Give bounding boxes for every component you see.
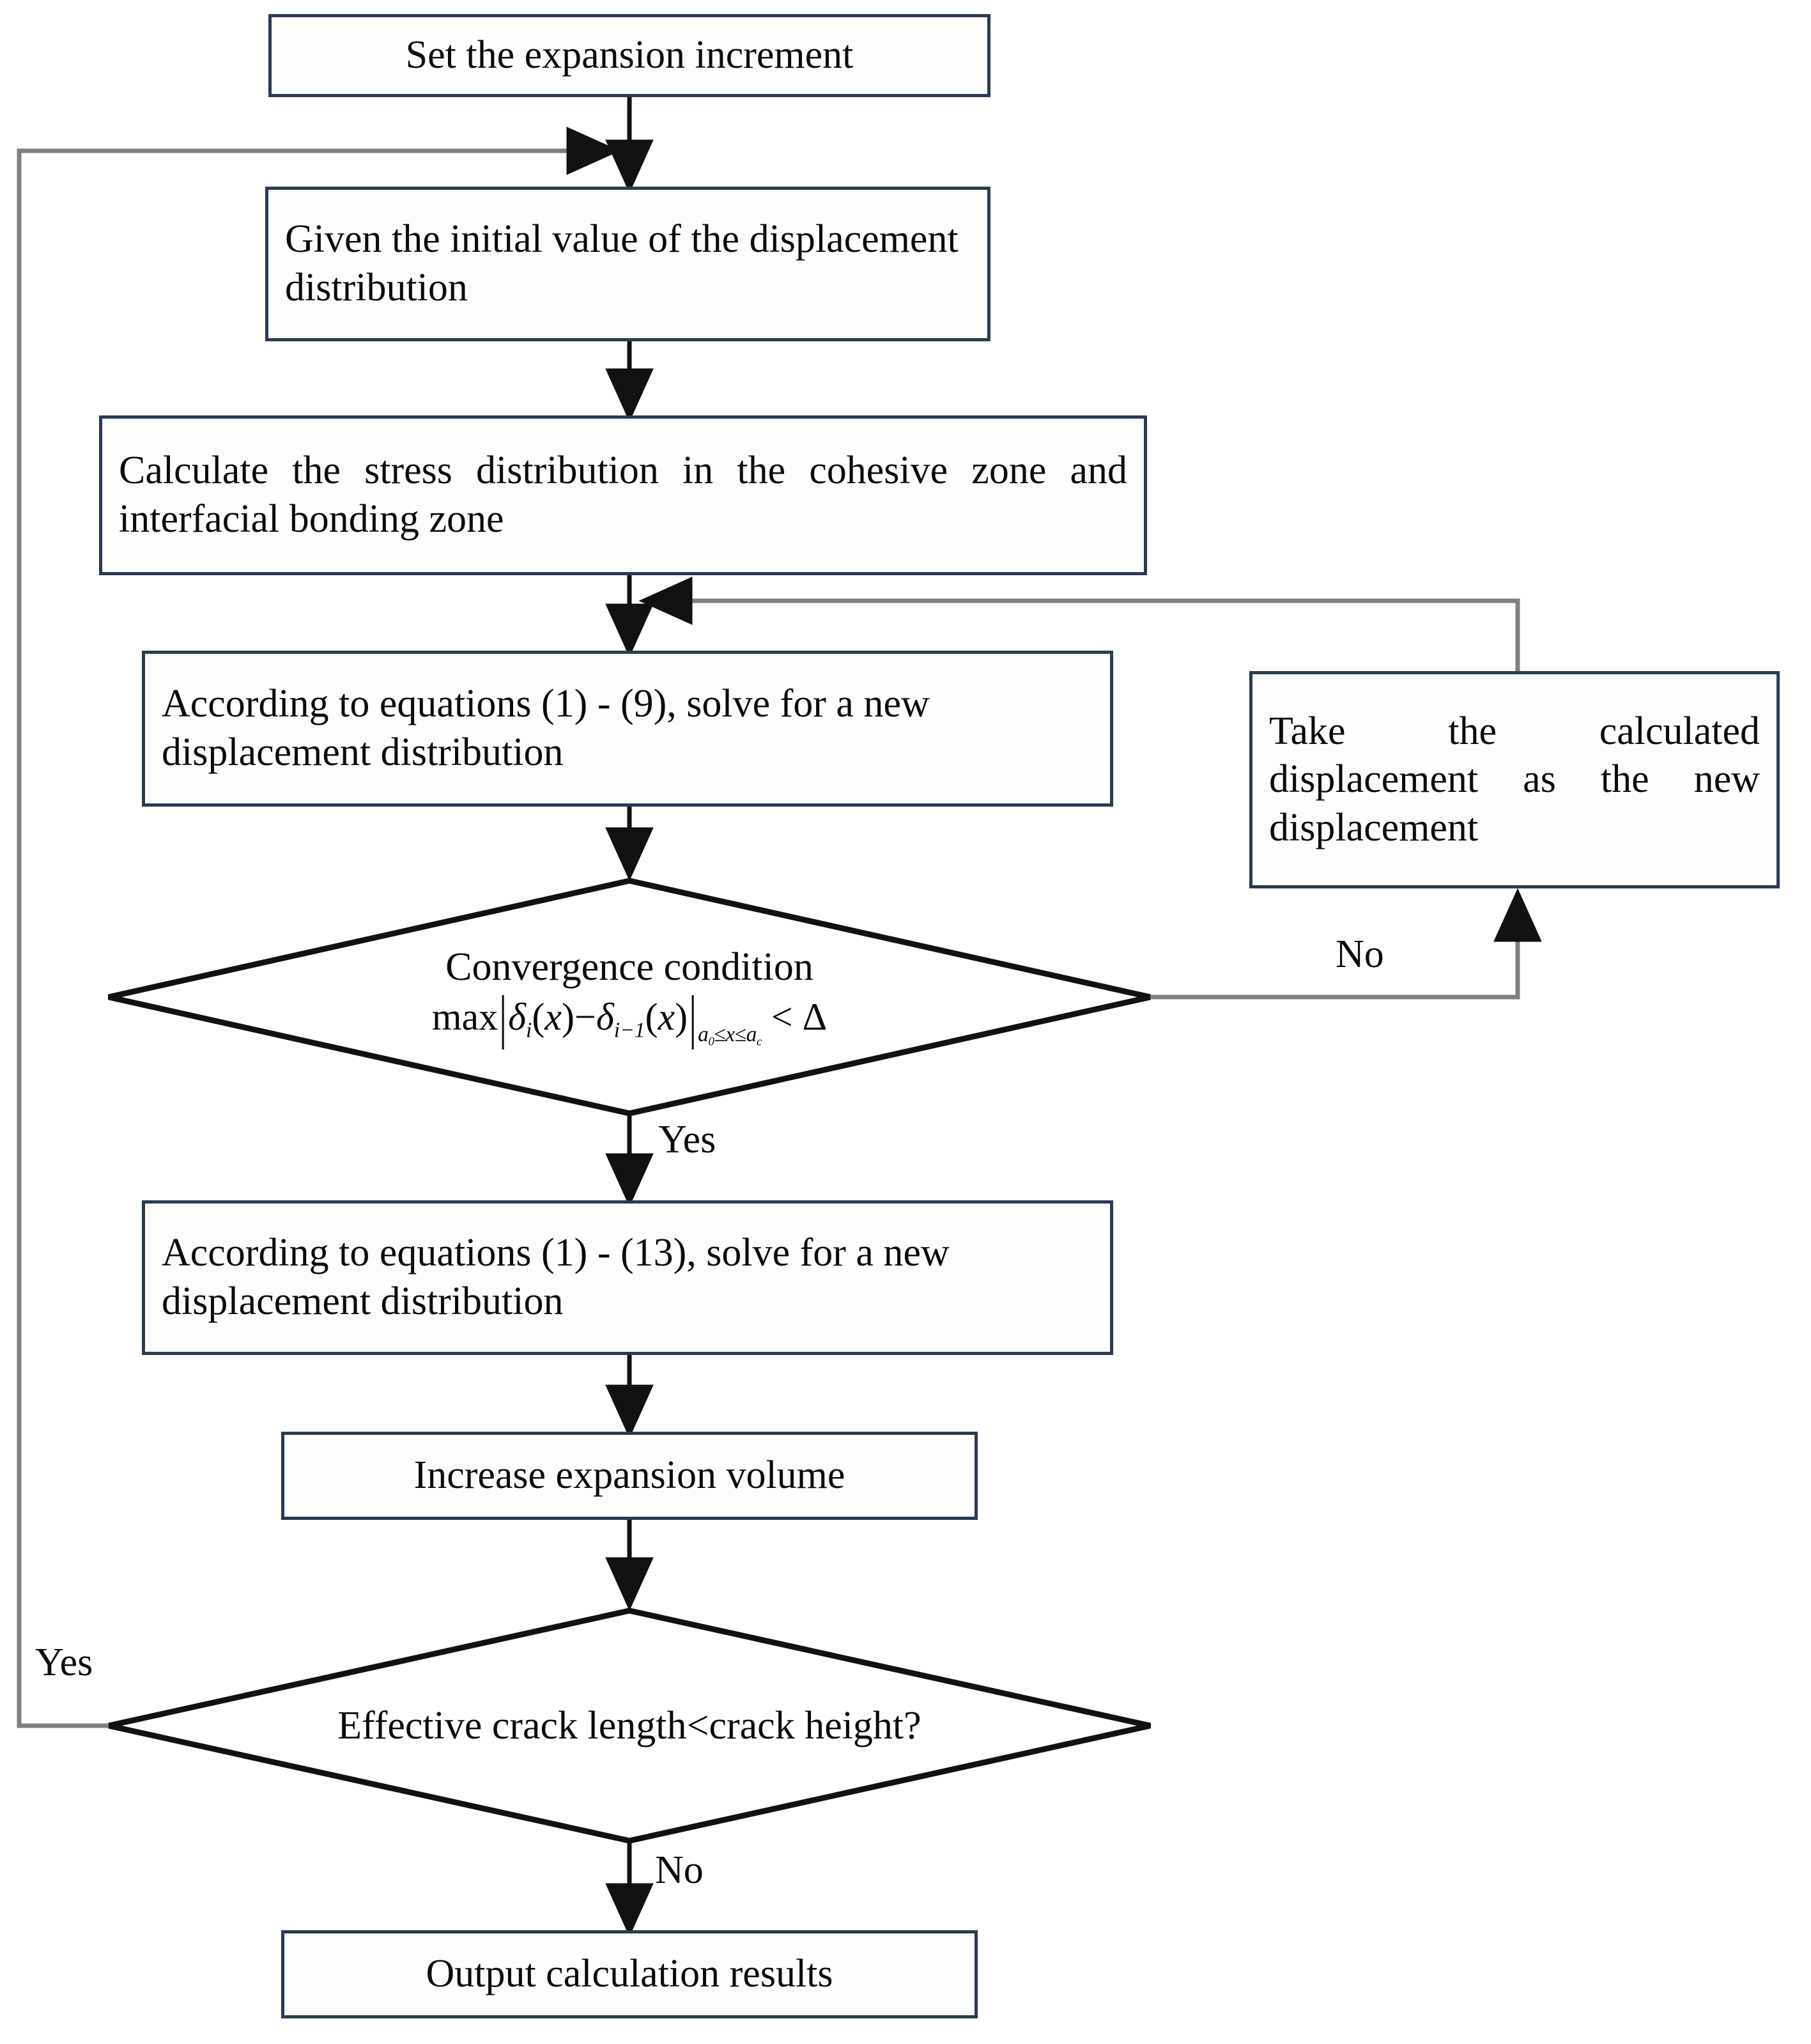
node-take-calculated-displacement[interactable]: Take the calculated displacement as the … xyxy=(1249,671,1780,888)
edge-convergence-no xyxy=(1150,888,1542,1000)
node-output-calculation-results[interactable]: Output calculation results xyxy=(281,1930,978,2018)
node-increase-expansion-volume[interactable]: Increase expansion volume xyxy=(281,1432,978,1520)
node-solve-equations-1-9-label: According to equations (1) - (9), solve … xyxy=(162,682,940,774)
node-take-calculated-displacement-label: Take the calculated displacement as the … xyxy=(1269,709,1770,849)
node-increase-expansion-volume-label: Increase expansion volume xyxy=(413,1453,845,1498)
node-set-expansion-increment-label: Set the expansion increment xyxy=(405,33,854,77)
edge-take-to-solve9-feedback xyxy=(638,577,1520,671)
node-solve-equations-1-13[interactable]: According to equations (1) - (13), solve… xyxy=(142,1200,1113,1355)
node-output-calculation-results-label: Output calculation results xyxy=(426,1952,833,1996)
convergence-diamond-shape xyxy=(108,878,1151,1117)
edge-crack-yes-loopback xyxy=(17,127,620,1728)
node-given-initial-value[interactable]: Given the initial value of the displacem… xyxy=(265,187,990,341)
node-given-initial-value-label: Given the initial value of the displacem… xyxy=(285,217,969,309)
node-solve-equations-1-9[interactable]: According to equations (1) - (9), solve … xyxy=(142,651,1113,807)
node-set-expansion-increment[interactable]: Set the expansion increment xyxy=(268,14,990,97)
node-calculate-stress-distribution-label: Calculate the stress distribution in the… xyxy=(119,449,1137,541)
node-solve-equations-1-13-label: According to equations (1) - (13), solve… xyxy=(162,1231,960,1323)
node-calculate-stress-distribution[interactable]: Calculate the stress distribution in the… xyxy=(99,415,1147,575)
crack-check-diamond-shape xyxy=(108,1607,1151,1844)
